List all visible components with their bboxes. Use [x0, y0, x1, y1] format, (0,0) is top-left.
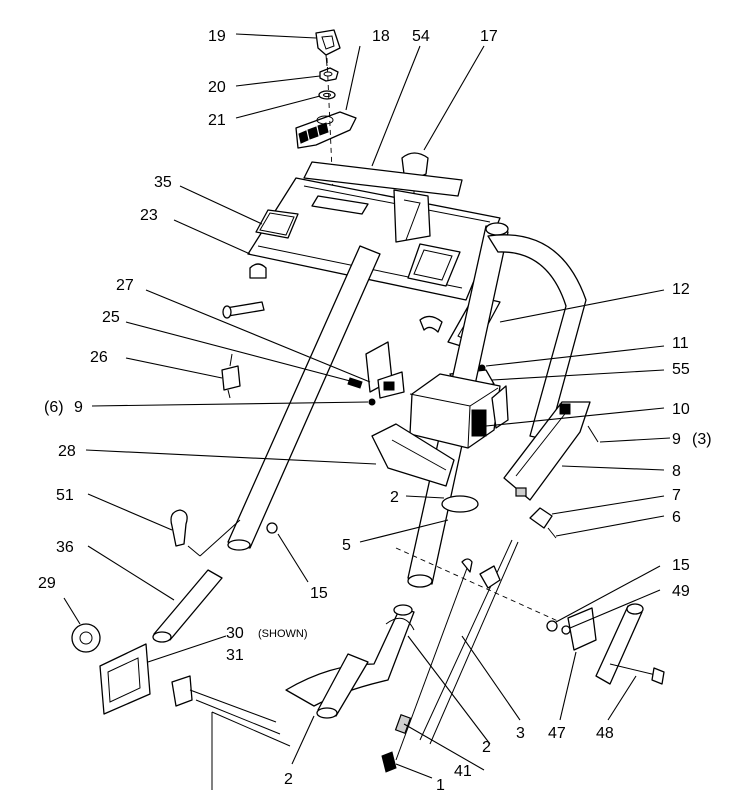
callout-2-upper: 2	[390, 489, 399, 506]
part-15-washer-left	[266, 522, 278, 534]
part-54-decal	[303, 161, 463, 197]
callout-2-middle: 2	[482, 739, 491, 756]
callout-41: 41	[454, 763, 472, 780]
callout-9-left: 9	[74, 399, 83, 416]
part-36-grip	[152, 569, 223, 643]
lower-handle	[285, 604, 415, 719]
cable-assembly	[381, 539, 519, 773]
callout-9-right: 9	[672, 431, 681, 448]
callout-48: 48	[596, 725, 614, 742]
callout-10: 10	[672, 401, 690, 418]
callout-51: 51	[56, 487, 74, 504]
part-7-clamp	[529, 507, 553, 529]
part-20-nut	[319, 67, 339, 82]
part-47-bracket	[567, 607, 597, 651]
callout-11: 11	[672, 335, 689, 352]
part-30-31-bracket	[99, 643, 291, 790]
part-18-cover	[295, 111, 357, 149]
part-48-bolt	[595, 603, 665, 685]
leader-lines	[63, 33, 671, 779]
part-51-pin	[170, 509, 188, 547]
callout-7: 7	[672, 487, 681, 504]
callout-25: 25	[102, 309, 120, 326]
callout-1: 1	[436, 777, 445, 794]
callout-8: 8	[672, 463, 681, 480]
callout-47: 47	[548, 725, 566, 742]
callout-19: 19	[208, 28, 226, 45]
callout-15-left: 15	[310, 585, 328, 602]
part-19-key	[315, 29, 341, 67]
bracket-small	[491, 385, 509, 429]
callout-3-count: (3)	[692, 431, 712, 448]
callout-30: 30	[226, 625, 244, 642]
callout-20: 20	[208, 79, 226, 96]
callout-3: 3	[516, 725, 525, 742]
callout-6: 6	[672, 509, 681, 526]
callout-35: 35	[154, 174, 172, 191]
part-9-screw-right	[587, 425, 599, 443]
part-29-knob	[71, 623, 101, 653]
part-28-cover	[371, 423, 455, 487]
callout-55: 55	[672, 361, 690, 378]
part-26-switch	[221, 353, 241, 399]
callout-30-shown-note: (SHOWN)	[258, 628, 308, 640]
callout-21: 21	[208, 112, 226, 129]
callout-23: 23	[140, 207, 158, 224]
part-9-screw-left	[368, 398, 376, 406]
part-27-bracket	[365, 341, 405, 399]
callout-6-count: (6)	[44, 399, 64, 416]
callout-2-lower: 2	[284, 771, 293, 788]
callout-28: 28	[58, 443, 76, 460]
callout-54: 54	[412, 28, 430, 45]
part-25-screw	[347, 377, 363, 389]
part-6-pin	[547, 527, 557, 539]
callout-labels: 19 18 54 17 20 21 35 23 12 27 25 11 26 5…	[38, 28, 712, 794]
callout-15-right: 15	[672, 557, 690, 574]
control-panel	[247, 177, 501, 301]
callout-17: 17	[480, 28, 498, 45]
callout-29: 29	[38, 575, 56, 592]
callout-36: 36	[56, 539, 74, 556]
part-10-box	[409, 373, 501, 449]
callout-12: 12	[672, 281, 690, 298]
part-8-rail	[503, 401, 591, 501]
bolt-left	[222, 301, 265, 319]
part-21-washer	[318, 90, 336, 100]
callout-5: 5	[342, 537, 351, 554]
callout-31: 31	[226, 647, 244, 664]
callout-27: 27	[116, 277, 134, 294]
part-49-washer	[561, 625, 571, 635]
callout-18: 18	[372, 28, 390, 45]
clip-right	[419, 315, 443, 333]
callout-26: 26	[90, 349, 108, 366]
callout-49: 49	[672, 583, 690, 600]
part-15-washer-right	[546, 620, 558, 632]
